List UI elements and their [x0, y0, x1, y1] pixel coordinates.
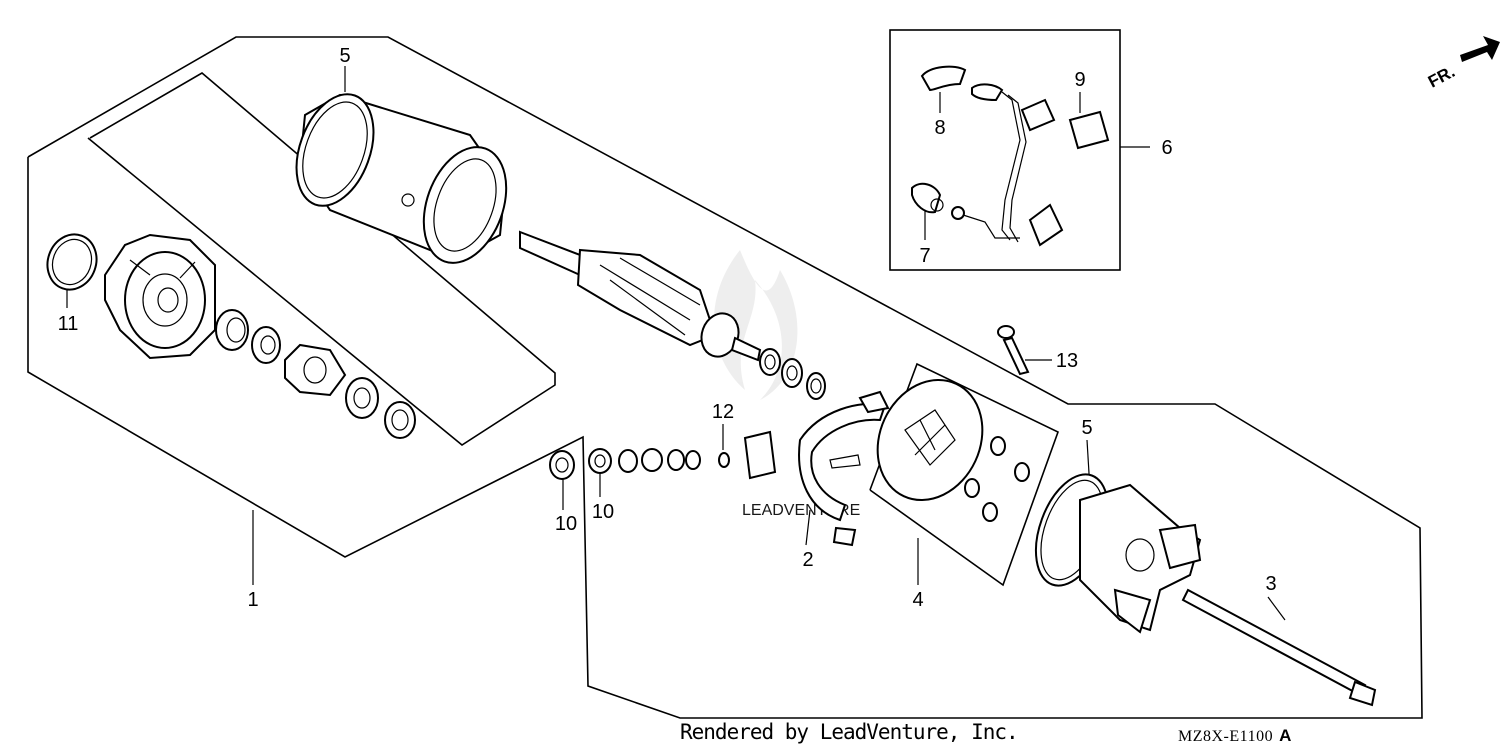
terminal-kit	[911, 65, 1110, 247]
callout-1: 1	[247, 589, 258, 611]
callout-5-cover: 5	[1081, 417, 1092, 439]
front-direction-indicator: FR.	[1425, 36, 1500, 92]
callout-9: 9	[1074, 69, 1085, 91]
callout-4: 4	[912, 589, 923, 611]
render-credit: Rendered by LeadVenture, Inc.	[680, 720, 1019, 744]
callout-2: 2	[802, 549, 813, 571]
bearing-set	[215, 309, 416, 439]
callout-10-right: 10	[592, 501, 614, 523]
front-direction-label: FR.	[1425, 62, 1458, 92]
callout-3: 3	[1265, 573, 1276, 595]
diagram-code-text: MZ8X-E1100	[1178, 728, 1274, 745]
callout-5-yoke: 5	[339, 45, 350, 67]
terminal-nuts	[549, 430, 777, 480]
brush-plate	[876, 378, 1030, 522]
armature-washers	[759, 348, 826, 400]
callout-10-left: 10	[555, 513, 577, 535]
callout-7: 7	[919, 245, 930, 267]
bolt	[997, 325, 1030, 376]
diagram-code: MZ8X-E1100 A	[1178, 726, 1292, 746]
callout-11: 11	[58, 313, 79, 335]
diagram-variant: A	[1279, 726, 1292, 745]
rear-cover	[1034, 473, 1202, 634]
callout-12: 12	[712, 401, 734, 423]
o-ring	[46, 233, 98, 291]
callout-8: 8	[934, 117, 945, 139]
leader-lines	[66, 66, 1286, 621]
callout-6: 6	[1161, 137, 1172, 159]
assembly-outline	[27, 29, 1423, 719]
front-cover	[104, 233, 216, 360]
armature	[519, 230, 762, 362]
callout-numbers: 5 11 1 8 9 6 7 13 12 10 10 2 4 5 3	[58, 45, 1277, 611]
brush-holder	[798, 390, 890, 547]
callout-13: 13	[1056, 350, 1078, 372]
through-bolt	[1181, 588, 1377, 707]
yoke-housing	[295, 93, 508, 264]
